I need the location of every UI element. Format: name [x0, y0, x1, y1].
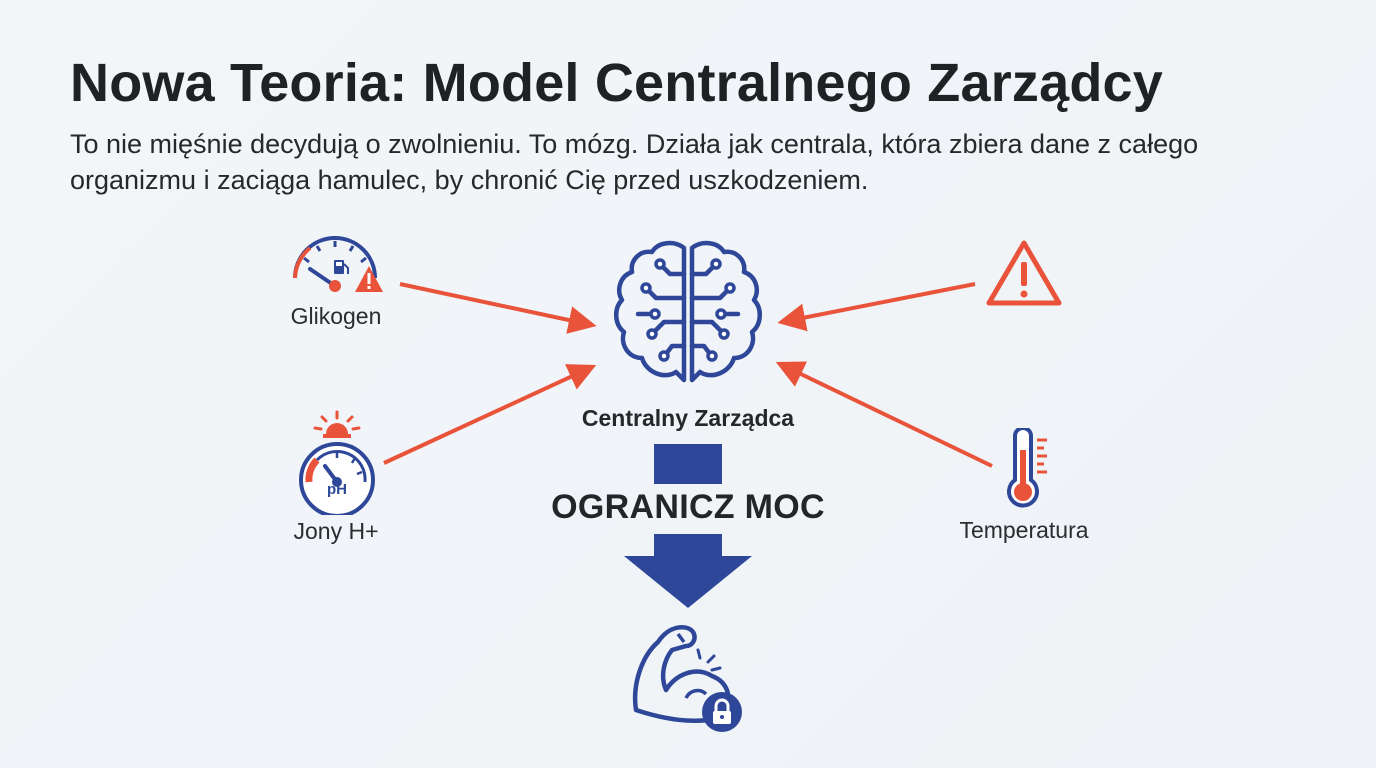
- warning-icon: [986, 240, 1062, 306]
- ph-label: Jony H+: [293, 518, 379, 544]
- arrow-glycogen: [399, 282, 597, 334]
- arrow-ph: [383, 364, 597, 465]
- locked-muscle-icon: [632, 625, 742, 732]
- ph-gauge-icon: [299, 410, 375, 515]
- limit-power-label: OGRANICZ MOC: [551, 488, 825, 526]
- arrow-warning: [777, 282, 976, 332]
- thermometer-icon: [1007, 428, 1047, 508]
- fuel-gauge-icon: [293, 236, 383, 292]
- ph-gauge-text: pH: [327, 481, 347, 498]
- down-arrow-icon: [624, 444, 752, 608]
- temperature-label: Temperatura: [959, 517, 1089, 543]
- brain-circuit-icon: [614, 240, 762, 383]
- page-title: Nowa Teoria: Model Centralnego Zarządcy: [70, 53, 1163, 113]
- glycogen-label: Glikogen: [290, 303, 382, 329]
- arrow-temperature: [775, 361, 993, 468]
- center-label: Centralny Zarządca: [581, 405, 795, 431]
- page-subtitle: To nie mięśnie decydują o zwolnieniu. To…: [70, 129, 1199, 195]
